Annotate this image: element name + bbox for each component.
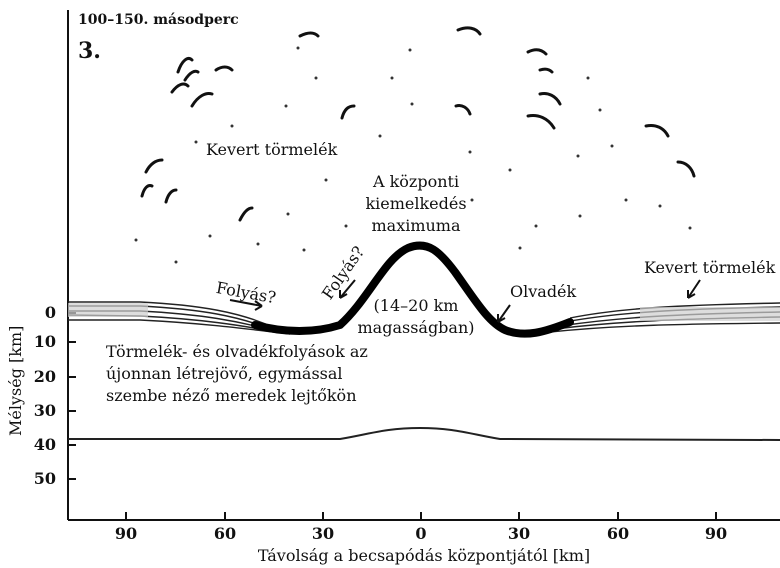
debris-fragments xyxy=(140,26,696,222)
y-tick-label: 40 xyxy=(33,435,56,454)
x-tick-label: 0 xyxy=(415,524,427,543)
y-tick-label: 30 xyxy=(33,401,56,420)
caption-line2: újonnan létrejövő, egymással xyxy=(106,364,343,383)
caption-line1: Törmelék- és olvadékfolyások az xyxy=(106,342,368,361)
peak-label-line2: kiemelkedés xyxy=(365,194,467,213)
central-peak-profile xyxy=(251,241,574,338)
mixed-debris-label: Kevert törmelék xyxy=(206,140,338,159)
time-label: 100–150. másodperc xyxy=(78,12,239,28)
height-label-line1: (14–20 km xyxy=(373,296,459,315)
x-tick-label: 60 xyxy=(213,524,237,543)
x-axis-title: Távolság a becsapódás központjától [km] xyxy=(257,546,591,565)
mixed-debris-right-label: Kevert törmelék xyxy=(644,258,776,277)
x-tick-label: 30 xyxy=(507,524,531,543)
x-tick-label: 90 xyxy=(114,524,138,543)
x-tick-label: 30 xyxy=(311,524,335,543)
melt-label: Olvadék xyxy=(510,282,577,301)
x-tick-label: 60 xyxy=(606,524,630,543)
debris-particles xyxy=(134,46,692,264)
height-label-line2: magasságban) xyxy=(357,318,475,337)
peak-label-line3: maximuma xyxy=(371,216,461,235)
y-tick-marks xyxy=(68,312,76,480)
y-tick-label: 10 xyxy=(33,332,56,351)
x-tick-label: 90 xyxy=(704,524,728,543)
moho-line xyxy=(68,426,780,441)
y-tick-label: 20 xyxy=(33,367,56,386)
y-axis-title: Mélység [km] xyxy=(6,325,25,436)
y-tick-label: 50 xyxy=(33,469,56,488)
flow-arrows xyxy=(229,279,701,323)
y-tick-label: 0 xyxy=(44,303,56,322)
layer-shading-left xyxy=(68,303,148,317)
x-tick-marks xyxy=(125,512,717,520)
step-number: 3. xyxy=(78,38,101,64)
layer-shading-right xyxy=(640,307,780,321)
peak-label-line1: A központi xyxy=(372,172,460,191)
caption-line3: szembe néző meredek lejtőkön xyxy=(106,386,357,405)
